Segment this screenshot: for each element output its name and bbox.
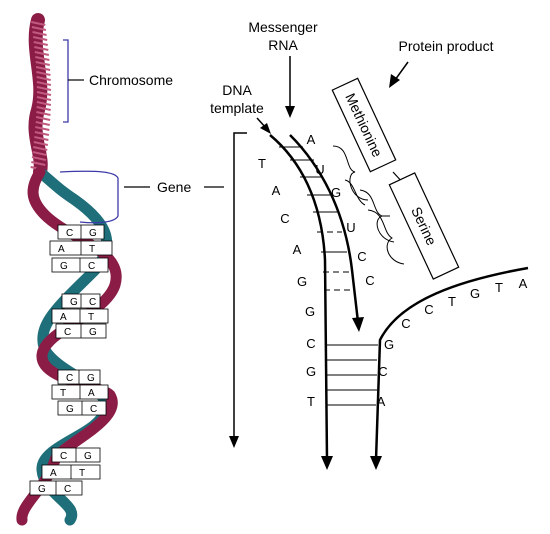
template-base: A [293, 242, 302, 257]
coding-strand [374, 266, 529, 461]
coding-base: T [495, 280, 503, 295]
coding-base: A [377, 394, 386, 409]
coding-base: A [519, 276, 528, 291]
template-base: C [306, 336, 315, 351]
chromosome-coil [28, 13, 52, 179]
template-base: G [306, 364, 316, 379]
protein-label-arrow [389, 61, 409, 88]
template-base: C [280, 211, 289, 226]
dna-label: DNA [222, 82, 252, 98]
base-letter: A [58, 244, 65, 255]
base-letter: G [87, 373, 95, 384]
template-base: A [272, 183, 281, 198]
codon-braces [332, 145, 405, 265]
protein-product-label: Protein product [399, 38, 494, 54]
chromosome-label: Chromosome [89, 72, 173, 88]
coding-base: C [424, 302, 433, 317]
mrna-base: U [315, 162, 324, 177]
mrna-base: C [357, 249, 366, 264]
rna-label: RNA [268, 37, 298, 53]
mrna-label-arrow [285, 56, 295, 118]
template-base: G [305, 304, 315, 319]
base-letter: G [66, 404, 74, 415]
base-letter: G [38, 484, 46, 495]
coding-base: G [470, 286, 480, 301]
base-letter: T [88, 312, 94, 323]
base-letter: C [60, 451, 67, 462]
gene-bracket: Gene [59, 170, 224, 224]
mrna-base: A [307, 132, 316, 147]
template-base: T [307, 394, 315, 409]
base-letter: A [88, 388, 95, 399]
coding-base: G [384, 337, 394, 352]
template-base: T [258, 156, 266, 171]
base-letter: G [89, 228, 97, 239]
base-letter: G [60, 261, 68, 272]
mrna-base: G [331, 185, 341, 200]
base-letter: A [60, 312, 67, 323]
base-letter: C [90, 404, 97, 415]
template-label-arrow [256, 117, 271, 134]
base-letter: C [66, 228, 73, 239]
mrna-base: U [346, 220, 355, 235]
base-letter: C [89, 297, 96, 308]
base-letter: C [88, 261, 95, 272]
coding-base: C [401, 316, 410, 331]
template-base: G [297, 274, 307, 289]
base-letter: G [89, 327, 97, 338]
messenger-label: Messenger [248, 19, 318, 35]
template-strand [269, 134, 329, 461]
base-letter: C [64, 327, 71, 338]
base-letter: T [60, 388, 66, 399]
chromosome-bracket: Chromosome [63, 39, 173, 123]
base-letter: G [84, 451, 92, 462]
base-letter: T [79, 468, 85, 479]
base-letter: T [89, 244, 95, 255]
base-letter: A [50, 468, 57, 479]
methionine-box: Methionine [331, 77, 397, 173]
coding-base: T [448, 294, 456, 309]
coding-base: C [378, 364, 387, 379]
base-letter: G [70, 297, 78, 308]
gene-label: Gene [157, 179, 191, 195]
base-letter: C [66, 373, 73, 384]
mrna-base: C [365, 273, 374, 288]
gene-region-arrow [229, 132, 247, 448]
template-label: template [210, 100, 264, 116]
base-letter: C [64, 484, 71, 495]
